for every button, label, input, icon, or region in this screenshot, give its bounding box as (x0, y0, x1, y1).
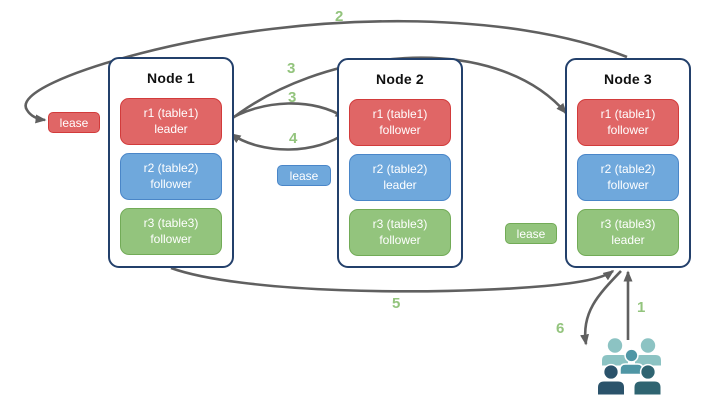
replica-name: r3 (table3) (143, 215, 199, 230)
replica-name: r2 (table2) (143, 160, 199, 175)
lease-badge-r3: lease (505, 223, 557, 244)
node-3-replica-r2: r2 (table2) follower (577, 154, 679, 201)
replica-name: r3 (table3) (600, 216, 656, 231)
replica-role: leader (383, 177, 417, 192)
node-2-replica-r2: r2 (table2) leader (349, 154, 451, 201)
node-1-box: Node 1 r1 (table1) leader r2 (table2) fo… (108, 57, 234, 268)
replica-name: r2 (table2) (600, 161, 656, 176)
node-1-replica-r2: r2 (table2) follower (120, 153, 222, 200)
replica-role: follower (150, 231, 192, 246)
replica-name: r1 (table1) (372, 106, 428, 121)
arrow-step4-node2-to-leader (229, 130, 348, 151)
step-label-6: 6 (556, 320, 565, 337)
lease-badge-r1: lease (48, 112, 100, 133)
node-2-title: Node 2 (376, 71, 424, 87)
arrow-step3-leader-to-node2 (224, 102, 347, 124)
node-1-title: Node 1 (147, 70, 195, 86)
replica-role: follower (607, 177, 649, 192)
replica-role: follower (379, 122, 421, 137)
replica-role: follower (150, 176, 192, 191)
replica-role: follower (607, 122, 649, 137)
node-1-replica-r3: r3 (table3) follower (120, 208, 222, 255)
replica-name: r1 (table1) (600, 106, 656, 121)
node-2-replica-r3: r3 (table3) follower (349, 209, 451, 256)
replica-role: leader (154, 121, 188, 136)
replica-role: leader (611, 232, 645, 247)
lease-badge-r2: lease (277, 165, 331, 186)
replica-name: r3 (table3) (372, 216, 428, 231)
step-label-4: 4 (289, 130, 298, 147)
step-label-3b: 3 (288, 89, 297, 106)
node-1-replica-r1: r1 (table1) leader (120, 98, 222, 145)
node-3-replica-r3: r3 (table3) leader (577, 209, 679, 256)
step-label-5: 5 (392, 295, 401, 312)
replica-name: r1 (table1) (143, 105, 199, 120)
arrow-step2-node3-to-lease1 (24, 19, 628, 124)
node-3-title: Node 3 (604, 71, 652, 87)
replica-name: r2 (table2) (372, 161, 428, 176)
users-group-icon (598, 338, 661, 395)
node-3-box: Node 3 r1 (table1) follower r2 (table2) … (565, 58, 691, 268)
replica-role: follower (379, 232, 421, 247)
step-label-2: 2 (335, 8, 344, 25)
node-2-box: Node 2 r1 (table1) follower r2 (table2) … (337, 58, 463, 268)
step-label-3a: 3 (287, 60, 296, 77)
arrow-step5-node1-to-node3 (170, 266, 615, 293)
node-2-replica-r1: r1 (table1) follower (349, 99, 451, 146)
node-3-replica-r1: r1 (table1) follower (577, 99, 679, 146)
arrow-step6-node3-to-client (580, 270, 622, 346)
step-label-1: 1 (637, 299, 646, 316)
